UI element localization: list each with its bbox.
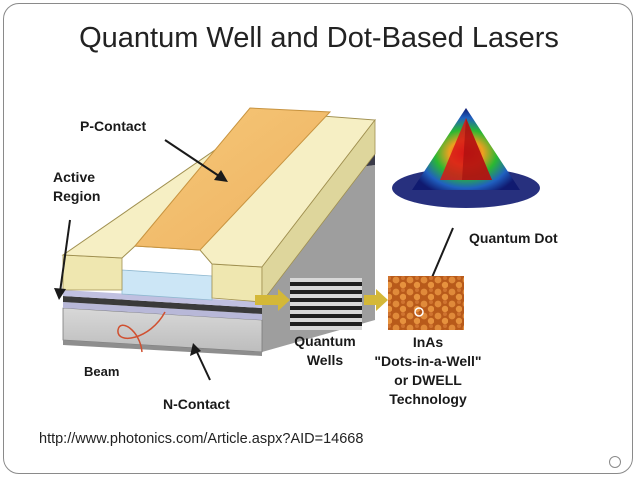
inas-label-line1: InAs — [413, 334, 444, 350]
p-contact-pointer — [164, 139, 223, 179]
quantum-dot-core-shade — [462, 118, 492, 180]
n-contact-pointer — [195, 349, 211, 381]
quantum-wells-label-line2: Wells — [307, 352, 344, 368]
active-region-label-line2: Region — [53, 188, 100, 204]
p-contact-front-right — [211, 263, 263, 303]
arrow-to-inas — [364, 289, 388, 311]
upper-cladding-layer — [63, 290, 262, 308]
p-contact-label: P-Contact — [80, 118, 146, 134]
inas-label-line2: "Dots-in-a-Well" — [374, 353, 481, 369]
quantum-wells-image — [290, 278, 362, 330]
quantum-dot-image — [392, 108, 540, 208]
slide-title: Quantum Well and Dot-Based Lasers — [79, 22, 559, 54]
flow-arrows — [255, 289, 388, 311]
quantum-wells-background — [290, 278, 362, 330]
n-contact-label: N-Contact — [163, 396, 230, 412]
beam-annotation — [117, 311, 166, 353]
n-contact-arrowhead — [190, 343, 201, 356]
p-contact-block — [61, 107, 376, 304]
active-region-layer — [63, 296, 262, 314]
p-contact-side — [261, 118, 376, 304]
p-contact-arrowhead — [214, 170, 228, 182]
beam-label: Beam — [84, 364, 119, 379]
label-pointers — [54, 139, 454, 381]
inas-dots-image — [388, 276, 464, 330]
p-contact-stripe — [133, 107, 332, 251]
inas-label-line4: Technology — [389, 391, 467, 407]
source-link[interactable]: http://www.photonics.com/Article.aspx?AI… — [39, 431, 364, 447]
corner-dot — [609, 456, 621, 468]
active-region-label-line1: Active — [53, 169, 95, 185]
inas-label-line3: or DWELL — [394, 372, 462, 388]
active-region-arrowhead — [54, 288, 66, 300]
arrow-to-quantum-wells — [255, 289, 290, 311]
quantum-wells-label-line1: Quantum — [294, 333, 355, 349]
quantum-dot-label: Quantum Dot — [469, 230, 558, 246]
slide-frame — [3, 3, 633, 474]
active-region-pointer — [59, 219, 71, 293]
p-contact-front-left — [62, 254, 123, 291]
lower-cladding-layer — [63, 302, 262, 320]
n-contact-bottom-edge — [63, 340, 262, 356]
inas-highlight-circle — [414, 307, 424, 317]
